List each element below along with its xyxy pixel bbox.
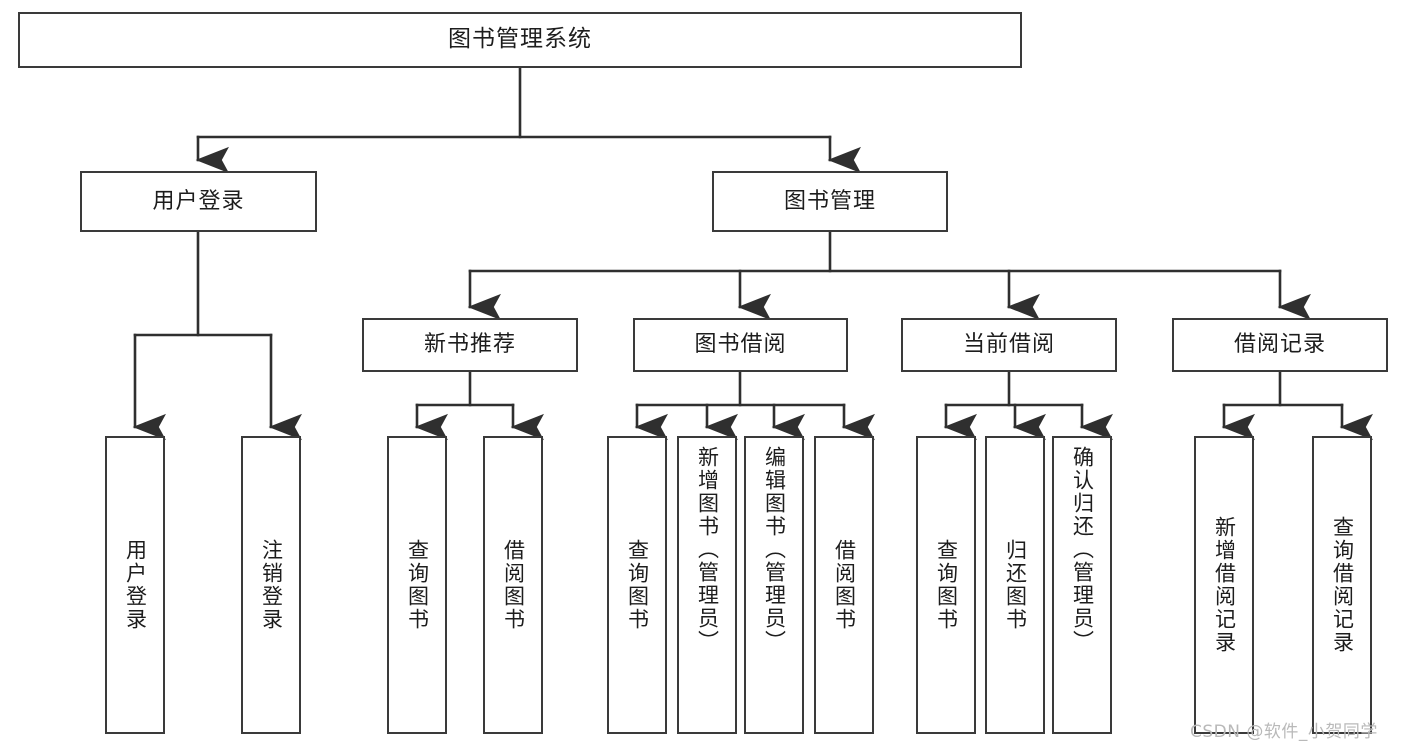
- node-new-book-recommend-label: 新书推荐: [423, 332, 516, 358]
- node-root-label: 图书管理系统: [448, 26, 592, 53]
- node-user-login[interactable]: 用户登录: [80, 171, 317, 232]
- node-leaf-add-record-label: 新增借阅记录: [1212, 516, 1237, 654]
- node-leaf-edit-book-label: 编辑图书（管理员）: [762, 446, 787, 653]
- node-leaf-query-record[interactable]: 查询借阅记录: [1312, 436, 1372, 734]
- node-leaf-logout-login-label: 注销登录: [259, 539, 284, 631]
- node-leaf-query-book-2[interactable]: 查询图书: [607, 436, 667, 734]
- node-borrow-record-label: 借阅记录: [1233, 332, 1326, 358]
- node-borrow-record[interactable]: 借阅记录: [1172, 318, 1388, 372]
- node-current-borrow-label: 当前借阅: [962, 332, 1055, 358]
- node-root[interactable]: 图书管理系统: [18, 12, 1022, 68]
- node-book-borrow-label: 图书借阅: [694, 332, 787, 358]
- node-leaf-borrow-book-2-label: 借阅图书: [832, 539, 857, 631]
- node-leaf-add-record[interactable]: 新增借阅记录: [1194, 436, 1254, 734]
- node-leaf-query-record-label: 查询借阅记录: [1330, 516, 1355, 654]
- node-leaf-query-book-2-label: 查询图书: [625, 539, 650, 631]
- node-book-borrow[interactable]: 图书借阅: [633, 318, 848, 372]
- node-user-login-label: 用户登录: [152, 188, 245, 214]
- node-leaf-edit-book[interactable]: 编辑图书（管理员）: [744, 436, 804, 734]
- node-leaf-logout-login[interactable]: 注销登录: [241, 436, 301, 734]
- node-new-book-recommend[interactable]: 新书推荐: [362, 318, 578, 372]
- node-leaf-borrow-book-2[interactable]: 借阅图书: [814, 436, 874, 734]
- node-leaf-query-book-1-label: 查询图书: [405, 539, 430, 631]
- node-leaf-confirm-return[interactable]: 确认归还（管理员）: [1052, 436, 1112, 734]
- node-leaf-add-book[interactable]: 新增图书（管理员）: [677, 436, 737, 734]
- node-leaf-borrow-book-1-label: 借阅图书: [501, 539, 526, 631]
- node-leaf-return-book[interactable]: 归还图书: [985, 436, 1045, 734]
- node-leaf-user-login-label: 用户登录: [123, 539, 148, 631]
- node-leaf-user-login[interactable]: 用户登录: [105, 436, 165, 734]
- node-book-manage-label: 图书管理: [783, 188, 876, 214]
- node-leaf-query-book-3-label: 查询图书: [934, 539, 959, 631]
- node-current-borrow[interactable]: 当前借阅: [901, 318, 1117, 372]
- node-leaf-add-book-label: 新增图书（管理员）: [695, 446, 720, 653]
- node-leaf-query-book-3[interactable]: 查询图书: [916, 436, 976, 734]
- node-leaf-return-book-label: 归还图书: [1003, 539, 1028, 631]
- node-leaf-query-book-1[interactable]: 查询图书: [387, 436, 447, 734]
- node-leaf-confirm-return-label: 确认归还（管理员）: [1070, 446, 1095, 653]
- node-leaf-borrow-book-1[interactable]: 借阅图书: [483, 436, 543, 734]
- node-book-manage[interactable]: 图书管理: [712, 171, 948, 232]
- csdn-watermark: CSDN @软件_小贺同学: [1190, 722, 1378, 742]
